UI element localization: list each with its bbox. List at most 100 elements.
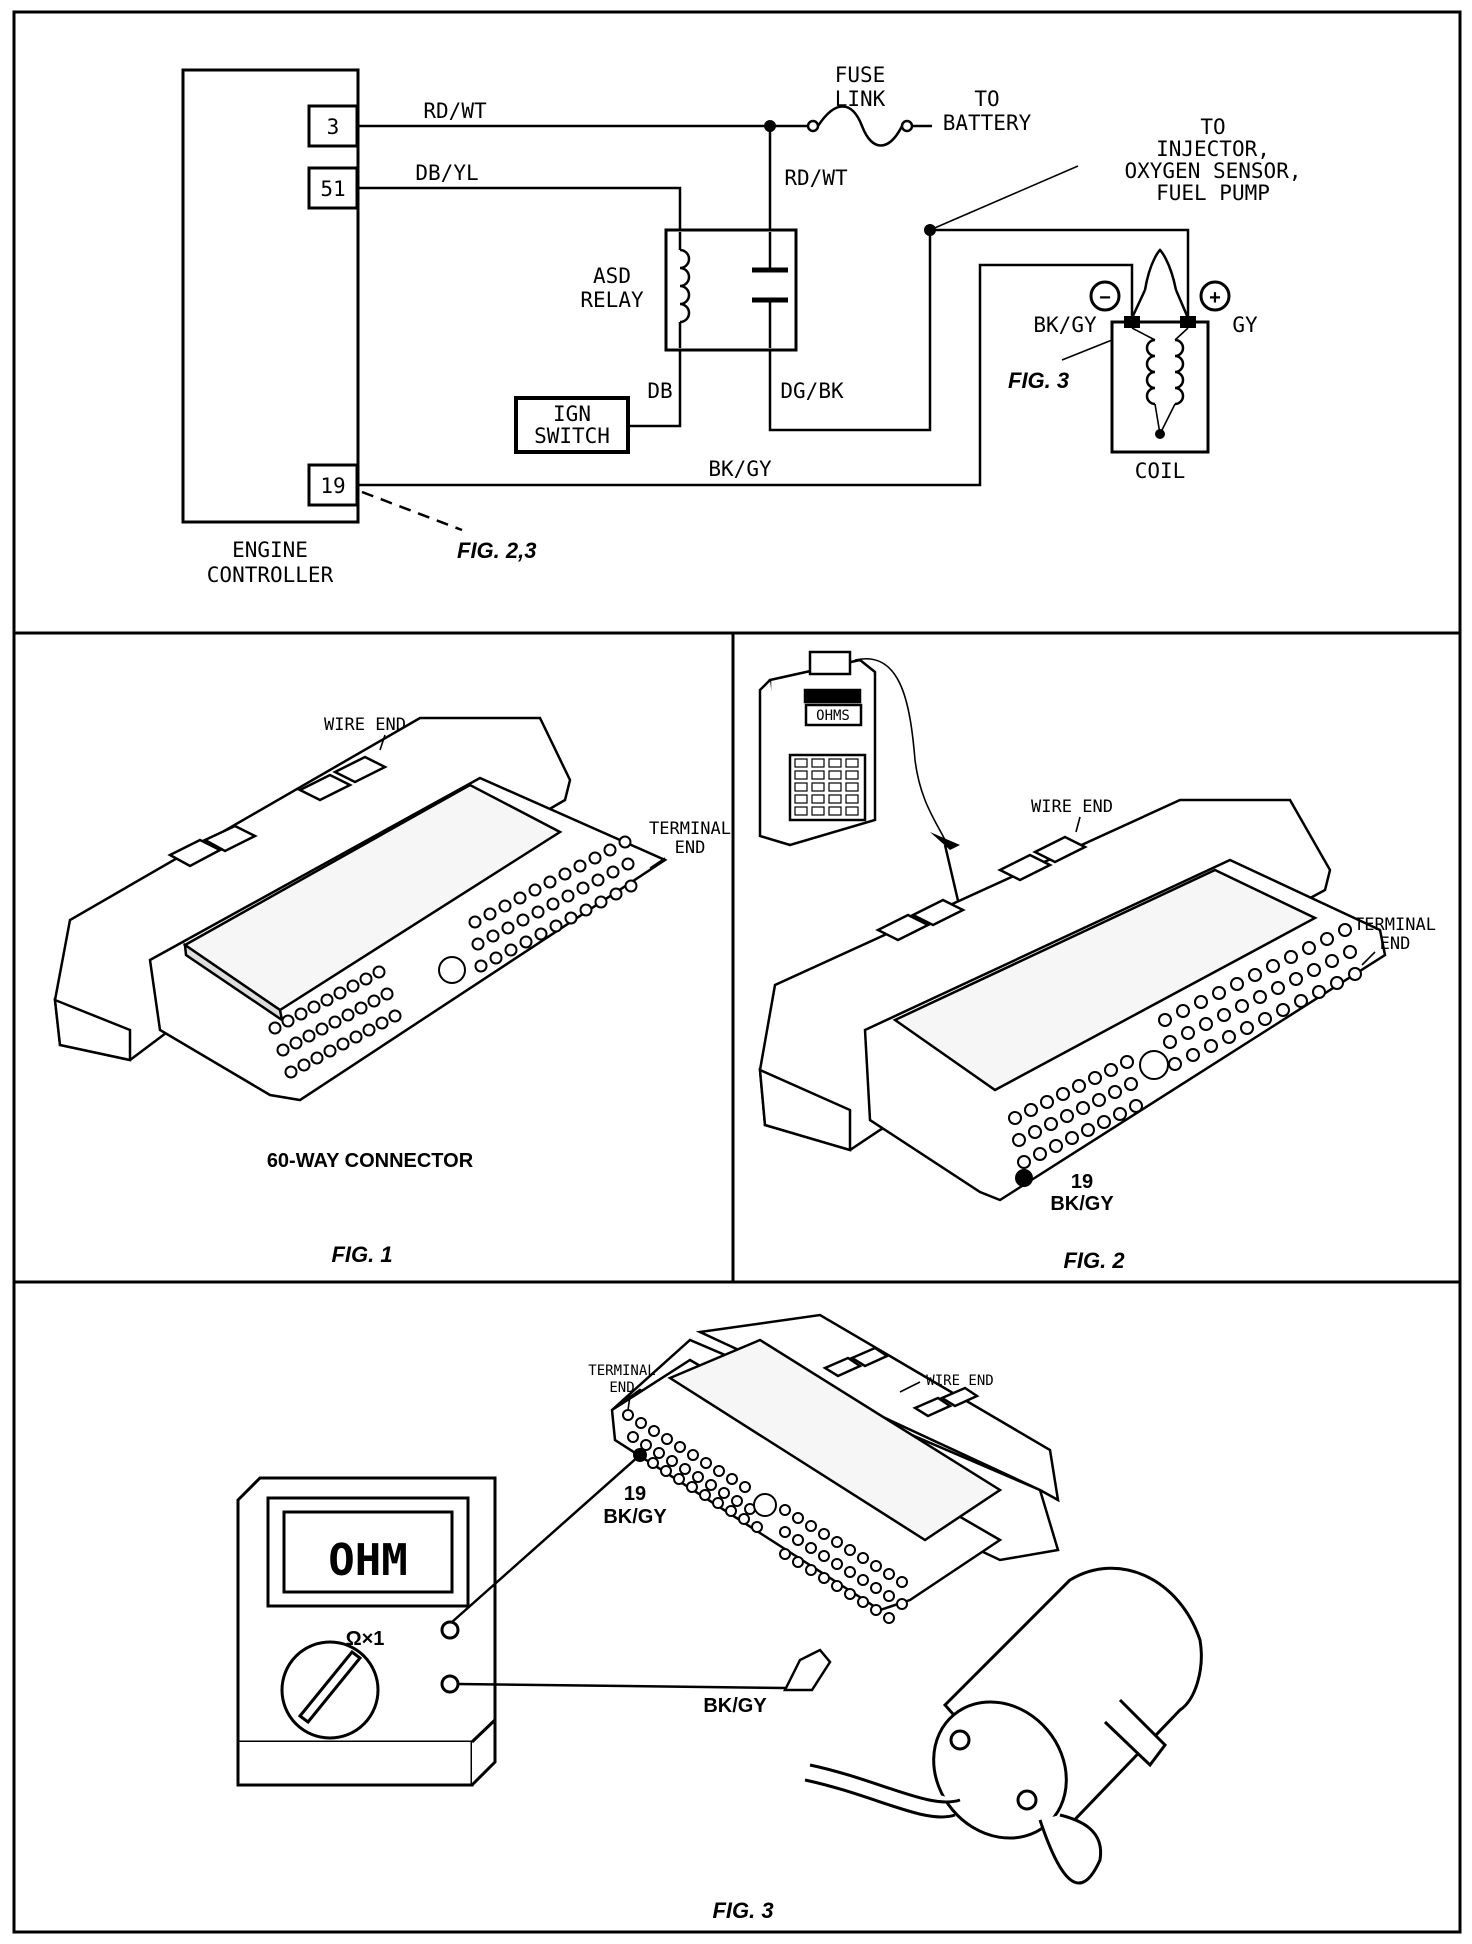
fig1-pin	[516, 913, 530, 927]
fig1-center-boss	[438, 956, 466, 984]
fig3-pin	[686, 1481, 698, 1493]
fig2-meter-brand-strip	[803, 688, 862, 704]
fig3-pin	[640, 1439, 652, 1451]
fig2-meter-display-text: OHMS	[816, 708, 850, 724]
fig2-pin	[1240, 1021, 1254, 1035]
fig3-panel: TERMINAL END WIRE END 19 BK/GY OHM Ω×1 B…	[236, 1313, 1203, 1923]
fig1-pin	[372, 965, 386, 979]
fig1-pin	[289, 1036, 303, 1050]
fig1-pin	[354, 1001, 368, 1015]
fig1-terminal-block	[148, 776, 668, 1102]
pin-3-label: 3	[327, 115, 340, 139]
fig3-wire-end-leader	[899, 1381, 921, 1393]
ign-label-line1: IGN	[553, 402, 591, 426]
fig3-pin	[779, 1504, 791, 1516]
fig1-housing-base	[53, 998, 132, 1062]
fig3-pin	[779, 1526, 791, 1538]
fig1-wire-end-label: WIRE END	[324, 715, 406, 735]
fuse-terminal-right	[900, 119, 914, 133]
fig1-pin	[297, 1058, 311, 1072]
fig2-pin-19-highlight	[1015, 1169, 1033, 1187]
fig1-pin	[588, 851, 602, 865]
coil-primary-winding	[1145, 338, 1156, 406]
pin-19-label: 19	[320, 474, 345, 498]
fig2-pin	[1204, 1039, 1218, 1053]
fig2-meter-key	[811, 782, 825, 792]
fig3-latch-3	[912, 1396, 953, 1418]
controller-label-line2: CONTROLLER	[207, 563, 334, 587]
fig2-meter-key	[811, 770, 825, 780]
fig3-pin	[660, 1465, 672, 1477]
fig3-pin	[687, 1449, 699, 1461]
fig1-pin	[483, 907, 497, 921]
fig3-pin	[870, 1604, 882, 1616]
wire-label-dg-bk: DG/BK	[780, 379, 844, 403]
fig3-ignition-coil	[804, 1566, 1203, 1885]
fig2-pin	[1330, 976, 1344, 990]
fig2-pin	[1230, 977, 1244, 991]
battery-label-line1: TO	[974, 87, 999, 111]
fig2-pin	[1113, 1107, 1127, 1121]
fig3-pin	[805, 1542, 817, 1554]
fig2-pin	[1320, 932, 1334, 946]
fig1-pin	[474, 959, 488, 973]
fig1-pin	[468, 915, 482, 929]
fig3-latch-1	[822, 1356, 863, 1378]
coil-winding-lead-1	[1131, 327, 1156, 341]
fig2-pin	[1092, 1093, 1106, 1107]
fig2-meter-key	[845, 794, 859, 804]
fig3-meter-display-text: OHM	[328, 1535, 407, 1586]
fig2-pin	[1235, 999, 1249, 1013]
fig3-pin	[751, 1521, 763, 1533]
controller-label-line1: ENGINE	[232, 538, 308, 562]
fig2-pin	[1033, 1147, 1047, 1161]
fig3-caption: FIG. 3	[712, 1898, 773, 1923]
fig1-pin	[564, 911, 578, 925]
fig2-pin	[1065, 1131, 1079, 1145]
coil-lead-neg	[1130, 289, 1147, 319]
fig2-pin	[1302, 941, 1316, 955]
relay-label-line1: ASD	[593, 264, 631, 288]
fig2-terminal-end-line1: TERMINAL	[1354, 915, 1436, 935]
fig2-pin	[1276, 1003, 1290, 1017]
fig3-pin	[739, 1481, 751, 1493]
fig1-pin	[621, 857, 635, 871]
fig2-pin	[1028, 1125, 1042, 1139]
fig1-pin	[281, 1014, 295, 1028]
ign-label-line2: SWITCH	[534, 424, 610, 448]
fig3-pin	[673, 1473, 685, 1485]
fig3-lead-to-pin-19	[451, 1454, 641, 1623]
fig1-pin	[471, 937, 485, 951]
fig3-center-boss	[753, 1493, 777, 1517]
fig2-pin	[1186, 1048, 1200, 1062]
relay-label-line2: RELAY	[580, 288, 644, 312]
wire-label-bk-gy-coil: BK/GY	[1033, 313, 1097, 337]
fig1-pin	[594, 895, 608, 909]
fig3-terminal-block	[610, 1358, 1003, 1612]
fig3-alligator-clip	[782, 1648, 832, 1692]
fig3-pin	[831, 1536, 843, 1548]
fig3-top-face	[667, 1338, 1003, 1542]
fig2-pin	[1129, 1099, 1143, 1113]
fig3-pin-wire: BK/GY	[603, 1506, 667, 1528]
fig2-pin	[1338, 923, 1352, 937]
fig2-pin	[1176, 1004, 1190, 1018]
fig2-meter-key	[828, 770, 842, 780]
fig2-center-boss	[1139, 1050, 1169, 1080]
fig2-pin	[1181, 1026, 1195, 1040]
fig2-meter-key	[794, 782, 808, 792]
fig3-pin	[818, 1572, 830, 1584]
fig3-meter-front	[236, 1742, 474, 1787]
fig1-terminal-end-line2: END	[675, 838, 706, 858]
fig3-terminal-end-line2: END	[609, 1380, 634, 1396]
coil-label: COIL	[1135, 459, 1186, 483]
fig2-pin	[1307, 963, 1321, 977]
injector-label-line1: TO	[1200, 115, 1225, 139]
fig1-connector-label: 60-WAY CONNECTOR	[267, 1150, 474, 1172]
wire-label-rd-wt-top: RD/WT	[423, 99, 487, 123]
fig2-pin	[1108, 1085, 1122, 1099]
fig3-pin	[896, 1576, 908, 1588]
fig3-pin	[679, 1463, 691, 1475]
page-border	[12, 10, 1462, 1934]
fig1-pin	[489, 951, 503, 965]
